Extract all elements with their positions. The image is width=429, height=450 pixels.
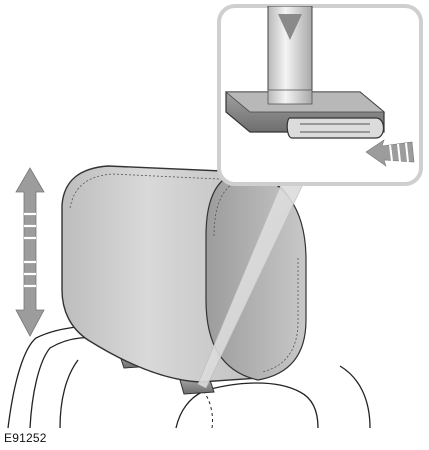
- headrest: [62, 166, 306, 382]
- figure-id-label: E91252: [4, 431, 47, 445]
- double-headed-vertical-arrow-icon: [16, 168, 44, 336]
